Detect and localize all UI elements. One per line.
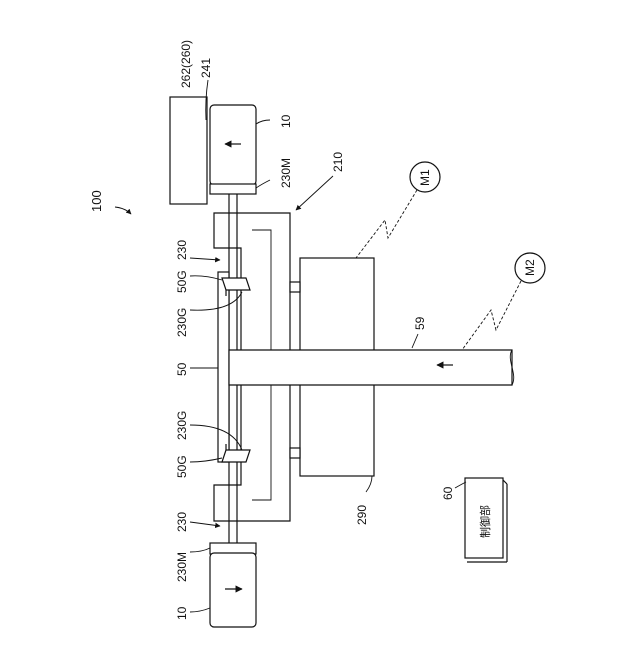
gear-bottom: [222, 450, 250, 462]
gear-motor-top: [210, 184, 256, 194]
label-230m-top: 230M: [279, 158, 293, 188]
leader-290: [366, 476, 372, 492]
leader-50g-bottom: [190, 458, 222, 462]
leader-60: [455, 482, 466, 488]
label-230-top: 230: [175, 240, 189, 260]
label-230g-bottom: 230G: [175, 411, 189, 440]
label-50g-bottom: 50G: [175, 455, 189, 478]
leader-230g-top: [190, 292, 242, 310]
label-230g-top: 230G: [175, 308, 189, 337]
leader-230m-top: [256, 180, 270, 188]
label-210: 210: [331, 152, 345, 172]
motor-top: [210, 105, 256, 185]
leader-50g-top: [190, 276, 222, 280]
leader-100: [115, 207, 131, 214]
label-59: 59: [413, 316, 427, 330]
label-figure: 100: [89, 190, 104, 212]
controller-shadow-top: [503, 480, 507, 484]
leader-230m-bottom: [190, 548, 210, 552]
label-m1: M1: [418, 169, 432, 186]
label-230m-bottom: 230M: [175, 552, 189, 582]
label-60: 60: [441, 486, 455, 500]
leader-210: [296, 176, 333, 210]
label-sensor: 262(260): [179, 40, 193, 88]
gear-motor-bottom: [210, 543, 256, 554]
label-290: 290: [355, 505, 369, 525]
leader-230g-bottom: [190, 425, 242, 450]
m1-signal: [356, 190, 417, 258]
leader-230-top: [190, 258, 220, 260]
block-290-tab-top: [290, 282, 300, 292]
motor-bottom: [210, 553, 256, 627]
rail-59: [229, 350, 512, 385]
leader-59: [412, 334, 418, 348]
label-motor-top: 10: [279, 114, 293, 128]
block-290-tab-bottom: [290, 448, 300, 458]
label-motor-bottom: 10: [175, 606, 189, 620]
m2-signal: [462, 281, 521, 350]
leader-motor-top: [256, 120, 270, 124]
leader-motor-bottom: [190, 608, 210, 612]
gear-top: [222, 278, 250, 290]
label-50: 50: [175, 362, 189, 376]
label-230-bottom: 230: [175, 512, 189, 532]
label-controller: 制御部: [478, 505, 492, 538]
label-50g-top: 50G: [175, 270, 189, 293]
leader-230-bottom: [190, 522, 220, 526]
label-241: 241: [199, 58, 213, 78]
sensor-box: [170, 97, 207, 204]
label-m2: M2: [523, 259, 537, 276]
